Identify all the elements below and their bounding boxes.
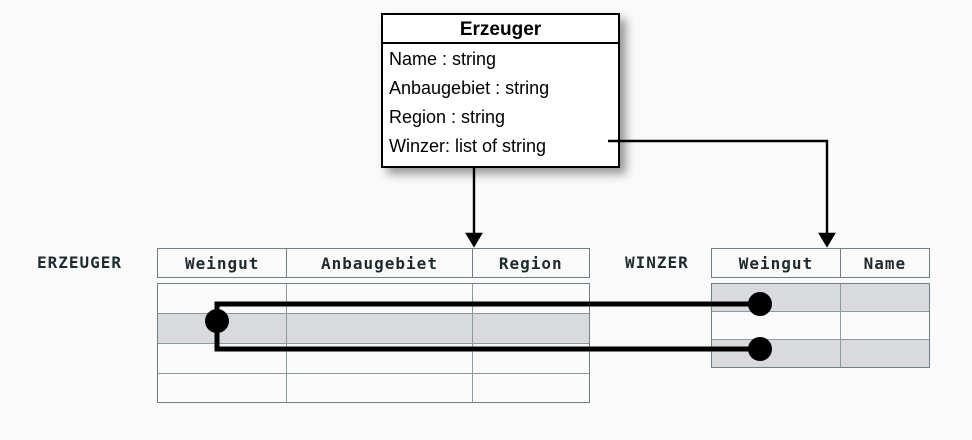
table-header-erzeuger: Weingut Anbaugebiet Region xyxy=(157,248,590,278)
table-cell xyxy=(712,340,841,367)
uml-attribute: Winzer: list of string xyxy=(389,136,547,156)
uml-class-name: Erzeuger xyxy=(383,15,618,44)
column-header-weingut: Weingut xyxy=(158,249,288,277)
table-cell xyxy=(287,284,473,313)
table-cell xyxy=(473,314,589,343)
table-cell xyxy=(158,344,288,373)
uml-attribute: Region : string xyxy=(389,107,506,127)
uml-class-box-erzeuger: Erzeuger Name : string Anbaugebiet : str… xyxy=(381,13,620,168)
table-row[interactable] xyxy=(158,374,589,402)
column-header-name: Name xyxy=(863,253,907,273)
mapping-arrow-winzer xyxy=(608,139,836,248)
table-cell xyxy=(841,284,929,311)
table-cell xyxy=(473,344,589,373)
table-cell xyxy=(841,312,929,339)
uml-attribute: Name : string xyxy=(389,49,497,69)
table-cell xyxy=(158,314,288,343)
table-row[interactable] xyxy=(158,284,589,314)
column-header-anbaugebiet: Anbaugebiet xyxy=(287,249,473,277)
table-cell xyxy=(712,312,841,339)
table-cell xyxy=(158,374,288,402)
table-row[interactable] xyxy=(158,314,589,344)
table-body-winzer xyxy=(711,283,930,368)
table-cell xyxy=(712,284,841,311)
table-body-erzeuger xyxy=(157,283,590,403)
table-label-erzeuger: ERZEUGER xyxy=(37,253,123,272)
table-cell xyxy=(287,374,473,402)
table-cell xyxy=(473,374,589,402)
table-header-winzer: Weingut Name xyxy=(711,248,930,278)
table-cell xyxy=(287,314,473,343)
table-row[interactable] xyxy=(158,344,589,374)
column-header-weingut: Weingut xyxy=(712,249,841,277)
column-header-region: Region xyxy=(498,253,563,273)
table-cell xyxy=(473,284,589,313)
table-label-winzer: WINZER xyxy=(625,253,689,272)
table-row[interactable] xyxy=(712,284,929,312)
table-row[interactable] xyxy=(712,340,929,367)
table-cell xyxy=(158,284,288,313)
uml-attribute: Anbaugebiet : string xyxy=(389,78,550,98)
table-cell xyxy=(841,340,929,367)
table-row[interactable] xyxy=(712,312,929,340)
table-cell xyxy=(287,344,473,373)
uml-attribute-list: Name : string Anbaugebiet : string Regio… xyxy=(383,44,618,161)
